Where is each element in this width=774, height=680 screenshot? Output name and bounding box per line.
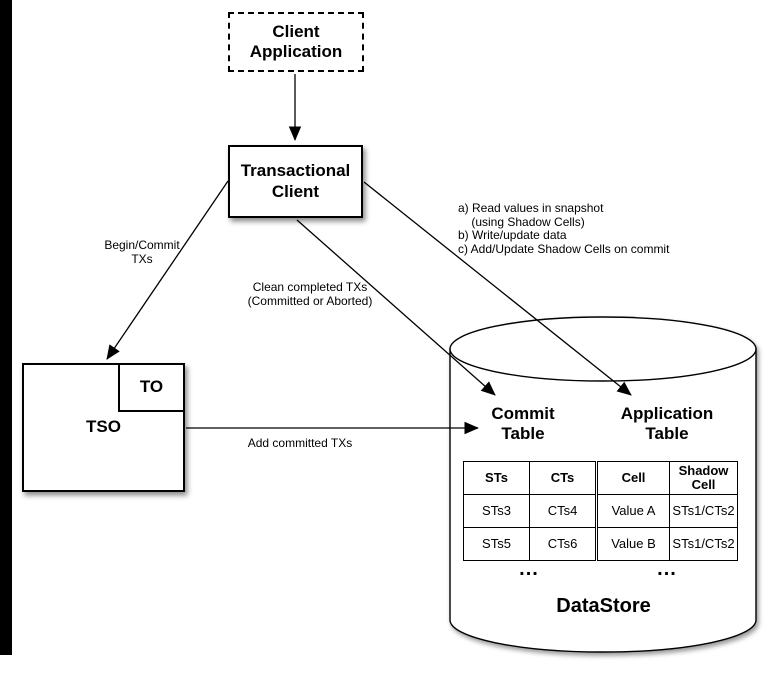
node-transactional-client-label: Transactional Client [240, 161, 351, 201]
edge-label-clean-completed-txs: Clean completed TXs (Committed or Aborte… [247, 280, 373, 308]
edge-label-client-operations: a) Read values in snapshot (using Shadow… [458, 201, 670, 256]
node-client-application-label: Client Application [249, 21, 343, 61]
table-header-cell: STs [463, 461, 530, 495]
table-cell: STs1/CTs2 [669, 494, 738, 528]
table-row: STs3 CTs4 [463, 494, 596, 528]
table-header-cell: CTs [529, 461, 596, 495]
application-table-title: Application Table [620, 404, 714, 443]
table-row: STs5 CTs6 [463, 527, 596, 561]
edge-label-add-committed-txs: Add committed TXs [247, 436, 353, 450]
application-table: Cell Shadow Cell Value A STs1/CTs2 Value… [597, 461, 738, 561]
node-to-label: TO [139, 377, 164, 397]
table-row: Value B STs1/CTs2 [597, 527, 738, 561]
arrow-txclient-to-tso [106, 180, 229, 360]
application-table-ellipsis: ... [657, 558, 677, 580]
table-row: Cell Shadow Cell [597, 461, 738, 495]
arrow-txclient-to-commit-table [296, 219, 496, 396]
table-header-cell: Shadow Cell [669, 461, 738, 495]
table-cell: STs5 [463, 527, 530, 561]
commit-table-title: Commit Table [491, 404, 555, 443]
table-cell: STs1/CTs2 [669, 527, 738, 561]
table-cell: Value B [597, 527, 670, 561]
table-row: STs CTs [463, 461, 596, 495]
edge-label-begin-commit-txs: Begin/Commit TXs [104, 238, 180, 266]
node-client-application: Client Application [228, 12, 364, 72]
node-datastore-label: DataStore [556, 595, 651, 617]
commit-table-ellipsis: ... [519, 558, 539, 580]
table-cell: CTs6 [529, 527, 596, 561]
commit-table: STs CTs STs3 CTs4 STs5 CTs6 [463, 461, 596, 561]
table-cell: Value A [597, 494, 670, 528]
left-screen-edge-bar [0, 0, 12, 655]
node-transactional-client: Transactional Client [228, 145, 363, 218]
table-cell: STs3 [463, 494, 530, 528]
node-to: TO [118, 363, 185, 412]
table-header-cell: Cell [597, 461, 670, 495]
arrow-txclient-to-application-table [363, 181, 632, 396]
table-row: Value A STs1/CTs2 [597, 494, 738, 528]
table-cell: CTs4 [529, 494, 596, 528]
node-tso-label: TSO [86, 417, 121, 437]
